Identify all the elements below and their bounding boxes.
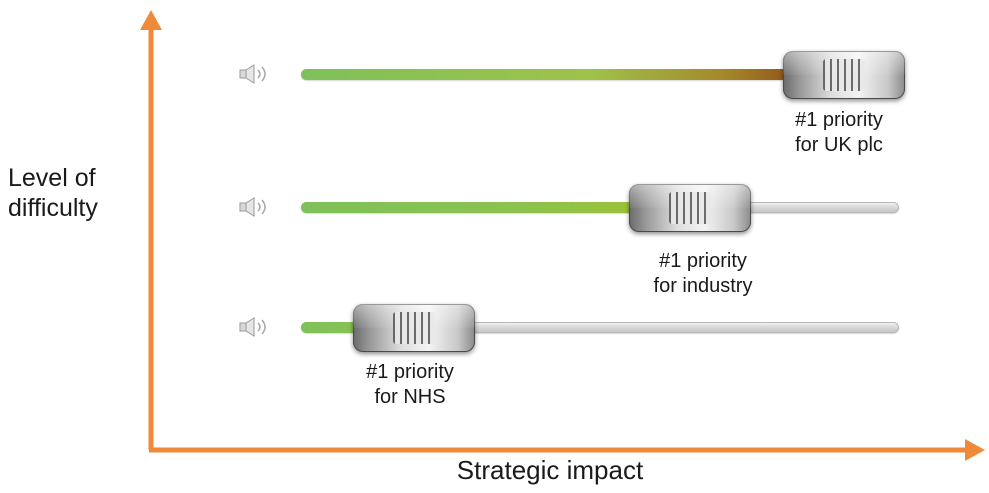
slider-industry: #1 priority for industry bbox=[0, 179, 989, 297]
slider-fill bbox=[301, 202, 666, 213]
x-axis-label: Strategic impact bbox=[456, 455, 644, 485]
knob-grip bbox=[823, 59, 865, 91]
caption-line-2: for industry bbox=[653, 275, 753, 297]
caption-line-1: #1 priority bbox=[659, 250, 747, 272]
slider-knob[interactable] bbox=[783, 51, 905, 99]
caption-line-2: for NHS bbox=[374, 386, 446, 408]
slider-knob[interactable] bbox=[353, 304, 475, 352]
slider-track[interactable] bbox=[301, 322, 899, 333]
x-axis-arrowhead bbox=[965, 439, 985, 461]
speaker-icon bbox=[238, 62, 278, 86]
slider-fill bbox=[301, 69, 828, 80]
knob-grip bbox=[669, 192, 711, 224]
speaker-icon bbox=[238, 195, 278, 219]
slider-caption: #1 priority for UK plc bbox=[754, 108, 924, 158]
slider-uk-plc: #1 priority for UK plc bbox=[0, 46, 989, 156]
knob-grip bbox=[393, 312, 435, 344]
slider-fill bbox=[301, 322, 379, 333]
caption-line-1: #1 priority bbox=[795, 109, 883, 131]
slider-track[interactable] bbox=[301, 202, 899, 213]
slider-caption: #1 priority for NHS bbox=[325, 360, 495, 410]
y-axis-arrowhead bbox=[140, 10, 162, 30]
speaker-icon bbox=[238, 315, 278, 339]
slider-nhs: #1 priority for NHS bbox=[0, 302, 989, 408]
slider-track[interactable] bbox=[301, 69, 899, 80]
caption-line-1: #1 priority bbox=[366, 361, 454, 383]
slider-caption: #1 priority for industry bbox=[618, 249, 788, 299]
y-axis-label: Level of difficulty bbox=[8, 164, 98, 222]
caption-line-2: for UK plc bbox=[795, 134, 883, 156]
slider-knob[interactable] bbox=[629, 184, 751, 232]
